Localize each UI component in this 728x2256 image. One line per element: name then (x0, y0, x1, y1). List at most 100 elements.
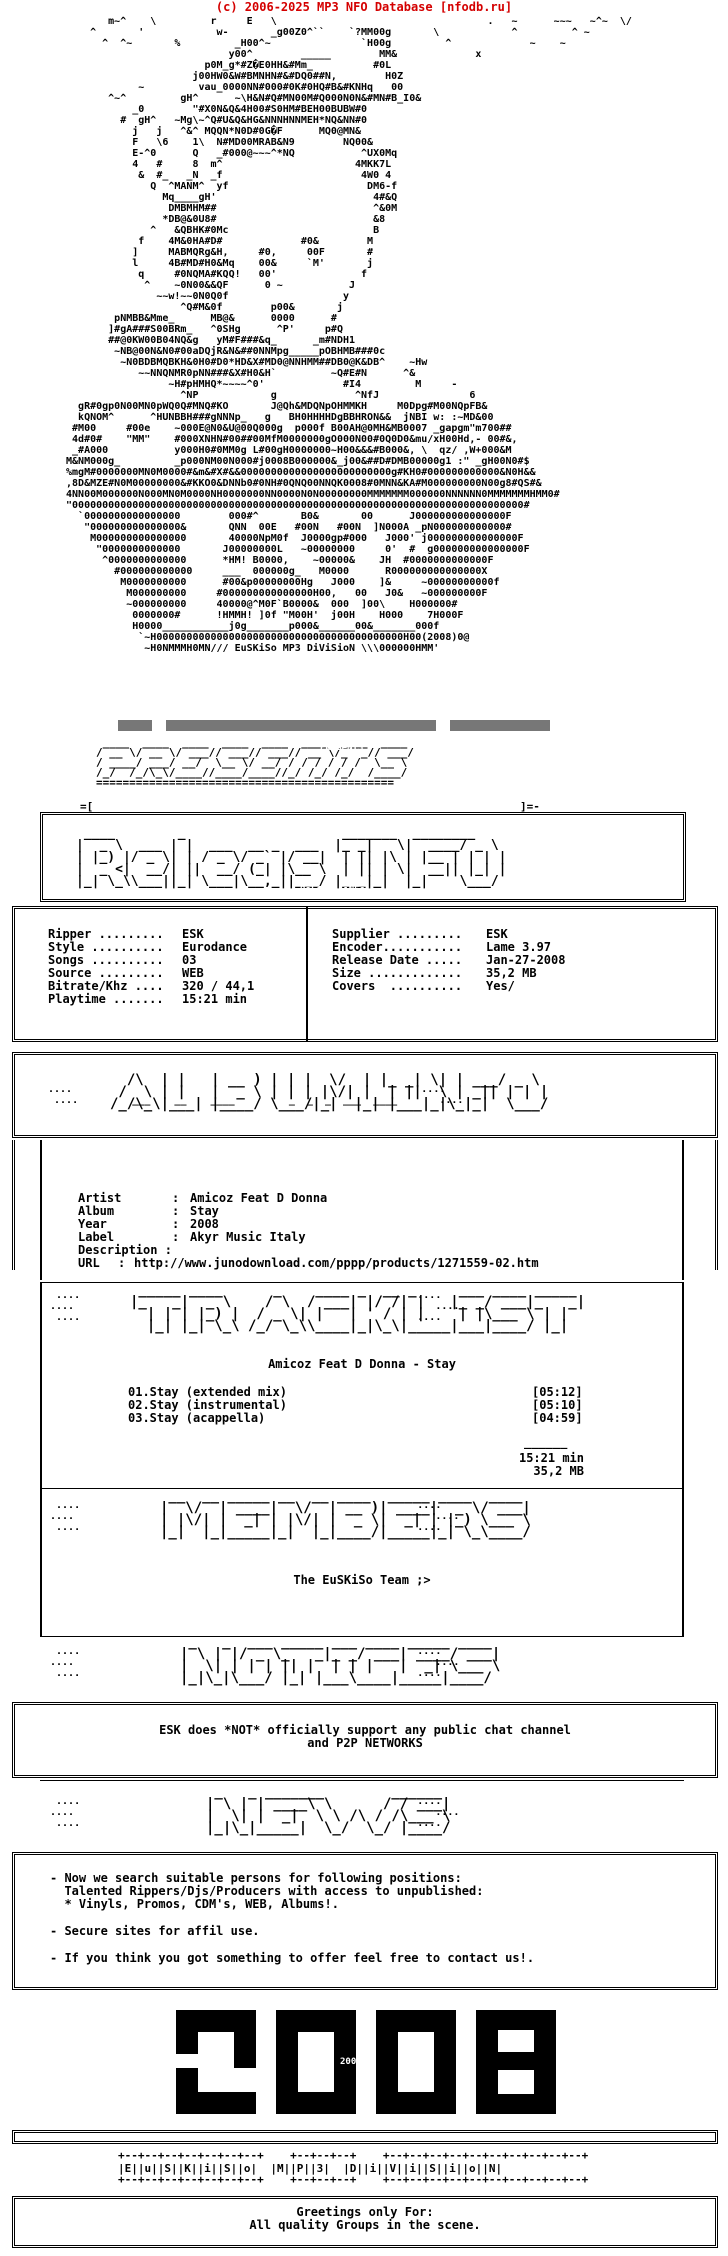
members-banner-dots: .... .... .... .... .... .... (50, 1500, 460, 1533)
album-title-value: Stay (190, 1204, 219, 1218)
album-url-colon: : (118, 1256, 126, 1270)
news-banner-dots: .... .... .... .... .... .... (50, 1796, 460, 1829)
release-songs-value: 03 (182, 953, 197, 967)
news-item-4: - Secure sites for affil use. (50, 1924, 260, 1938)
group-letters-border-top: +--+--+--+--+--+--+--+ +--+--+--+ +--+--… (118, 2149, 589, 2162)
tracklist-banner-letters: _____ ____ _ ____ _ __ _ ___ ____ _____ … (130, 1282, 586, 1334)
group-letters-border-bottom: +--+--+--+--+--+--+--+ +--+--+--+ +--+--… (118, 2173, 589, 2186)
album-year-label: Year (78, 1217, 107, 1231)
album-info-left-rail (40, 1140, 42, 1280)
release-info-header-frame (40, 812, 686, 902)
album-artist-label: Artist (78, 1191, 122, 1205)
tracklist-heading: Amicoz Feat D Donna - Stay (268, 1357, 456, 1371)
bottom-divider-bar (12, 2130, 718, 2144)
album-info-banner-letters: /\ | | | __ ) | | | \/ | |_ _| \| | ___/… (110, 1072, 549, 1112)
section-close-bracket: ]=- (520, 800, 540, 813)
release-bitrate-label: Bitrate/Khz .... (48, 979, 164, 993)
release-ripper-label: Ripper ......... (48, 927, 164, 941)
greetings-line-2: All quality Groups in the scene. (249, 2218, 481, 2232)
tracklist-left-rail (40, 1282, 42, 1488)
release-encoder-value: Lame 3.97 (486, 940, 552, 954)
track-1-time: [05:12] (532, 1385, 583, 1399)
members-top-rule (40, 1488, 684, 1489)
release-supplier-label: Supplier ......... (332, 927, 463, 941)
release-supplier-value: ESK (486, 927, 508, 941)
tracklist-total-size: 35,2 MB (533, 1464, 584, 1478)
track-2-name: 02.Stay (instrumental) (128, 1398, 287, 1412)
greetings-line-1: Greetings only For: (296, 2205, 434, 2219)
album-info-header-frame (12, 1052, 718, 1138)
logo-bar-middle (166, 720, 436, 731)
track-3-name: 03.Stay (acappella) (128, 1411, 266, 1425)
presents-banner: ____ ____ ____ ____ ____ ____ ____ ____ … (96, 736, 414, 789)
members-banner-letters: __ __ _____ __ __ ____ _____ ____ ____ |… (160, 1488, 531, 1540)
notices-banner-letters: _ _ ___ _____ ___ ____ _____ ____ | \ | … (180, 1634, 501, 1686)
album-year-value: 2008 (190, 1217, 219, 1231)
album-url-link[interactable]: http://www.junodownload.com/pppp/product… (134, 1256, 539, 1270)
news-body-frame (12, 1852, 718, 1990)
tracklist-title: TRaCKLiST (320, 1341, 369, 1351)
release-source-value: WEB (182, 966, 204, 980)
album-url-label: URL (78, 1256, 100, 1270)
release-songs-label: Songs .......... (48, 953, 164, 967)
news-banner-letters: _ _ _______ ______ | \ | | ____\ \ / / _… (206, 1784, 451, 1836)
presents-title: PReSeNTS (320, 743, 364, 753)
tracklist-right-rail (682, 1282, 684, 1488)
release-covers-label: Covers .......... (332, 979, 463, 993)
news-item-3: * Vinyls, Promos, CDM's, WEB, Albums!. (50, 1897, 339, 1911)
album-info-body-frame (12, 1140, 718, 1270)
release-date-value: Jan-27-2008 (486, 953, 566, 967)
tracklist-banner-dots: .... .... .... .... .... .... (50, 1290, 460, 1323)
notices-title: NoTiCeS (320, 1693, 358, 1703)
tracklist-total-separator: ______ (524, 1435, 568, 1449)
album-label-value: Akyr Music Italy (190, 1230, 306, 1244)
release-playtime-value: 15:21 min (182, 992, 248, 1006)
track-3-time: [04:59] (532, 1411, 583, 1425)
album-title-colon: : (172, 1204, 180, 1218)
notices-banner-dots: .... .... .... .... .... .... (50, 1646, 460, 1679)
news-item-1: - Now we search suitable persons for fol… (50, 1871, 462, 1885)
year-banner-text: 2008 (340, 2057, 362, 2067)
notices-top-rule (40, 1636, 684, 1637)
news-item-5: - If you think you got something to offe… (50, 1951, 535, 1965)
album-info-right-rail (682, 1140, 684, 1280)
logo-bar-right (450, 720, 550, 731)
album-info-banner: .... .... .... ___ __ ____ _ _ _ ___ ___… (48, 1084, 464, 1106)
members-text: The EuSKiSo Team ;> (293, 1573, 431, 1587)
release-style-label: Style .......... (48, 940, 164, 954)
album-description-label: Description : (78, 1243, 172, 1257)
release-info-title: ReLeaSe iNFo (300, 885, 366, 895)
track-1-name: 01.Stay (extended mix) (128, 1385, 287, 1399)
notices-body-frame (12, 1702, 718, 1778)
track-2-time: [05:10] (532, 1398, 583, 1412)
release-source-label: Source ......... (48, 966, 164, 980)
album-label-colon: : (172, 1230, 180, 1244)
group-letters: |E||u||S||K||i||S||o| |M||P||3| |D||i||V… (118, 2162, 503, 2175)
tracklist-total-time: 15:21 min (518, 1451, 584, 1465)
notices-line-1: ESK does *NOT* officially support any pu… (159, 1723, 571, 1737)
release-size-value: 35,2 MB (486, 966, 537, 980)
members-title: MeMBeRS (320, 1547, 358, 1557)
ascii-logo-art: m~^ \ r E \ . ~ ~~~ ~^~ \/ ^ ' w- _g00Z0… (66, 16, 632, 654)
release-info-body-frame (12, 906, 718, 1042)
release-info-banner: ____ _ _______ ________ | _ \ ___ | | __… (76, 826, 507, 889)
release-info-divider (306, 906, 308, 1042)
album-title-label: Album (78, 1204, 115, 1218)
members-right-rail (682, 1488, 684, 1636)
logo-bar-left (118, 720, 152, 731)
nfodb-credit: (c) 2006-2025 MP3 NFO Database [nfodb.ru… (215, 0, 513, 14)
release-bitrate-value: 320 / 44,1 (182, 979, 255, 993)
release-style-value: Eurodance (182, 940, 248, 954)
news-top-rule (40, 1780, 684, 1781)
album-artist-value: Amicoz Feat D Donna (190, 1191, 328, 1205)
greetings-frame (12, 2196, 718, 2248)
section-open-bracket: =[ (80, 800, 94, 813)
release-playtime-label: Playtime ....... (48, 992, 164, 1006)
album-info-title: ALBuM iNFo (320, 1121, 375, 1131)
release-date-label: Release Date ..... (332, 953, 463, 967)
release-ripper-value: ESK (182, 927, 204, 941)
year-banner-art (176, 2010, 556, 2120)
notices-line-2: and P2P NETWORKS (307, 1736, 423, 1750)
release-size-label: Size ............. (332, 966, 463, 980)
